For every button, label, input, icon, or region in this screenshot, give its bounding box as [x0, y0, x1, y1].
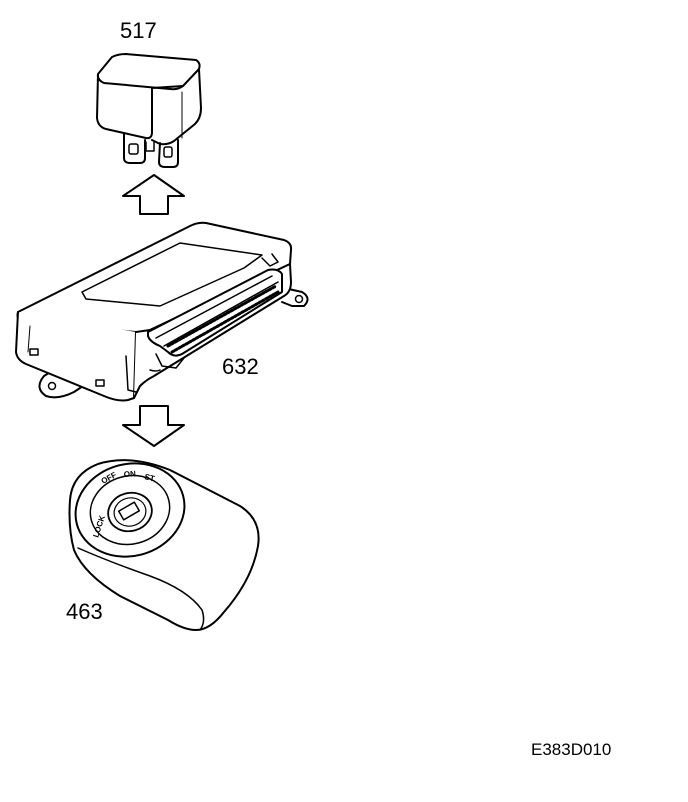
arrow-up-icon: [123, 175, 184, 214]
control-module-part-number: 632: [222, 354, 259, 379]
figure-code: E383D010: [531, 740, 612, 759]
ignition-switch-463: [65, 451, 259, 630]
switch-mark-on: ON: [124, 469, 137, 479]
control-module-632: [16, 223, 308, 401]
relay-517: [97, 54, 201, 167]
ignition-switch-part-number: 463: [66, 599, 103, 624]
arrow-down-icon: [123, 406, 184, 446]
relay-part-number: 517: [120, 18, 157, 43]
switch-mark-st: ST: [144, 472, 156, 483]
